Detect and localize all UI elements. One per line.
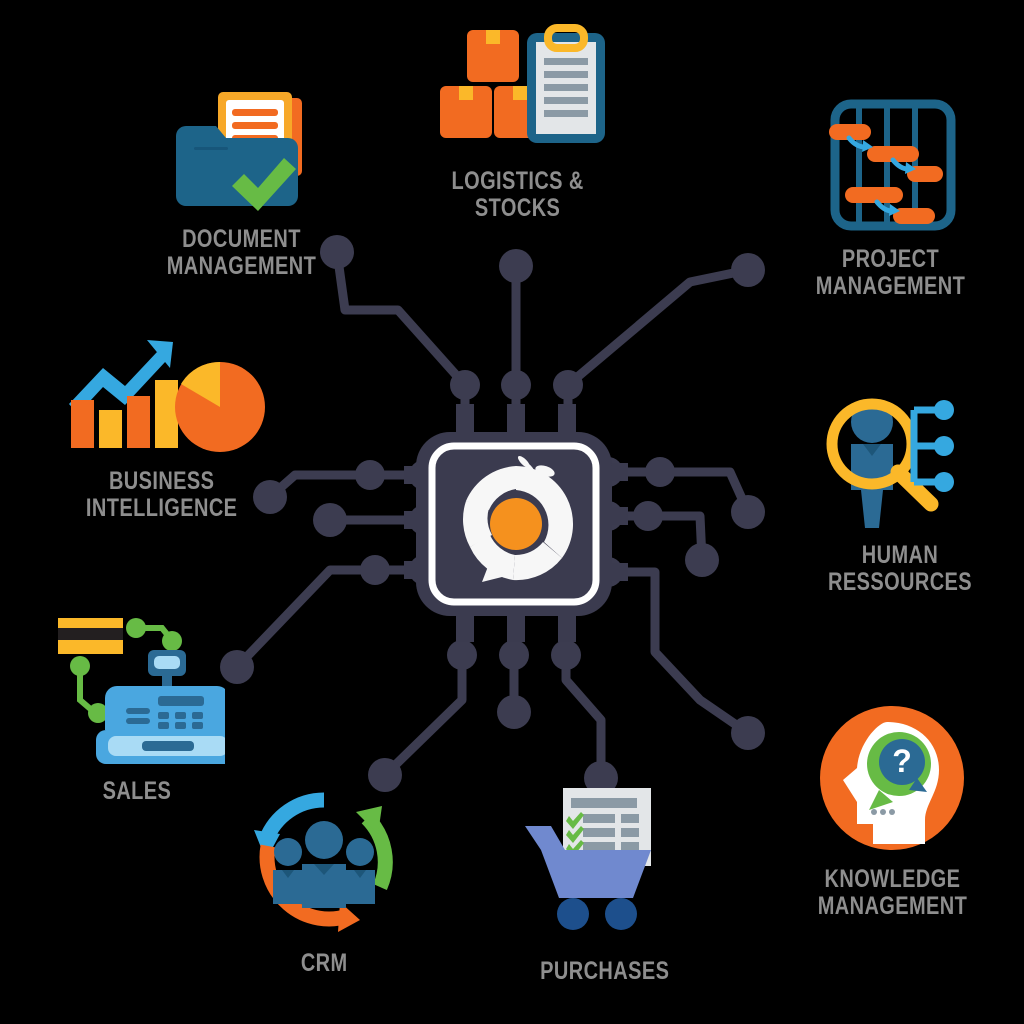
gantt-chart-icon <box>829 99 956 231</box>
svg-text:?: ? <box>892 743 912 779</box>
head-question-bubble-icon: ? <box>820 706 964 850</box>
node-label-crm: CRM <box>300 949 348 977</box>
node-label-project-management: Project Management <box>815 245 965 300</box>
node-label-human-ressources: Human Ressources <box>827 541 973 596</box>
shopping-cart-checklist-icon <box>525 788 651 930</box>
magnifier-person-orgchart-icon <box>826 398 954 528</box>
node-sales[interactable]: Sales <box>34 608 240 805</box>
node-project-management[interactable]: Project Management <box>756 96 1024 300</box>
node-logistics-stocks[interactable]: Logistics & Stocks <box>418 20 618 222</box>
node-document-management[interactable]: Document Management <box>96 86 386 280</box>
node-label-purchases: Purchases <box>540 957 670 985</box>
boxes-clipboard-icon <box>439 24 605 143</box>
node-label-logistics-stocks: Logistics & Stocks <box>451 167 585 222</box>
node-label-sales: Sales <box>102 777 172 805</box>
customer-cycle-people-icon <box>254 792 393 932</box>
node-business-intelligence[interactable]: Business Intelligence <box>34 332 290 522</box>
bar-pie-chart-growth-icon <box>69 340 265 452</box>
node-crm[interactable]: CRM <box>232 782 416 977</box>
node-purchases[interactable]: Purchases <box>506 782 704 985</box>
erp-logo-icon <box>463 455 574 582</box>
cash-register-card-icon <box>57 618 225 764</box>
node-knowledge-management[interactable]: ? Knowledge Management <box>762 706 1022 920</box>
node-label-knowledge-management: Knowledge Management <box>817 865 967 920</box>
node-human-ressources[interactable]: Human Ressources <box>776 392 1024 596</box>
folder-documents-check-icon <box>176 92 302 211</box>
node-label-document-management: Document Management <box>166 225 316 280</box>
node-label-business-intelligence: Business Intelligence <box>86 467 238 522</box>
